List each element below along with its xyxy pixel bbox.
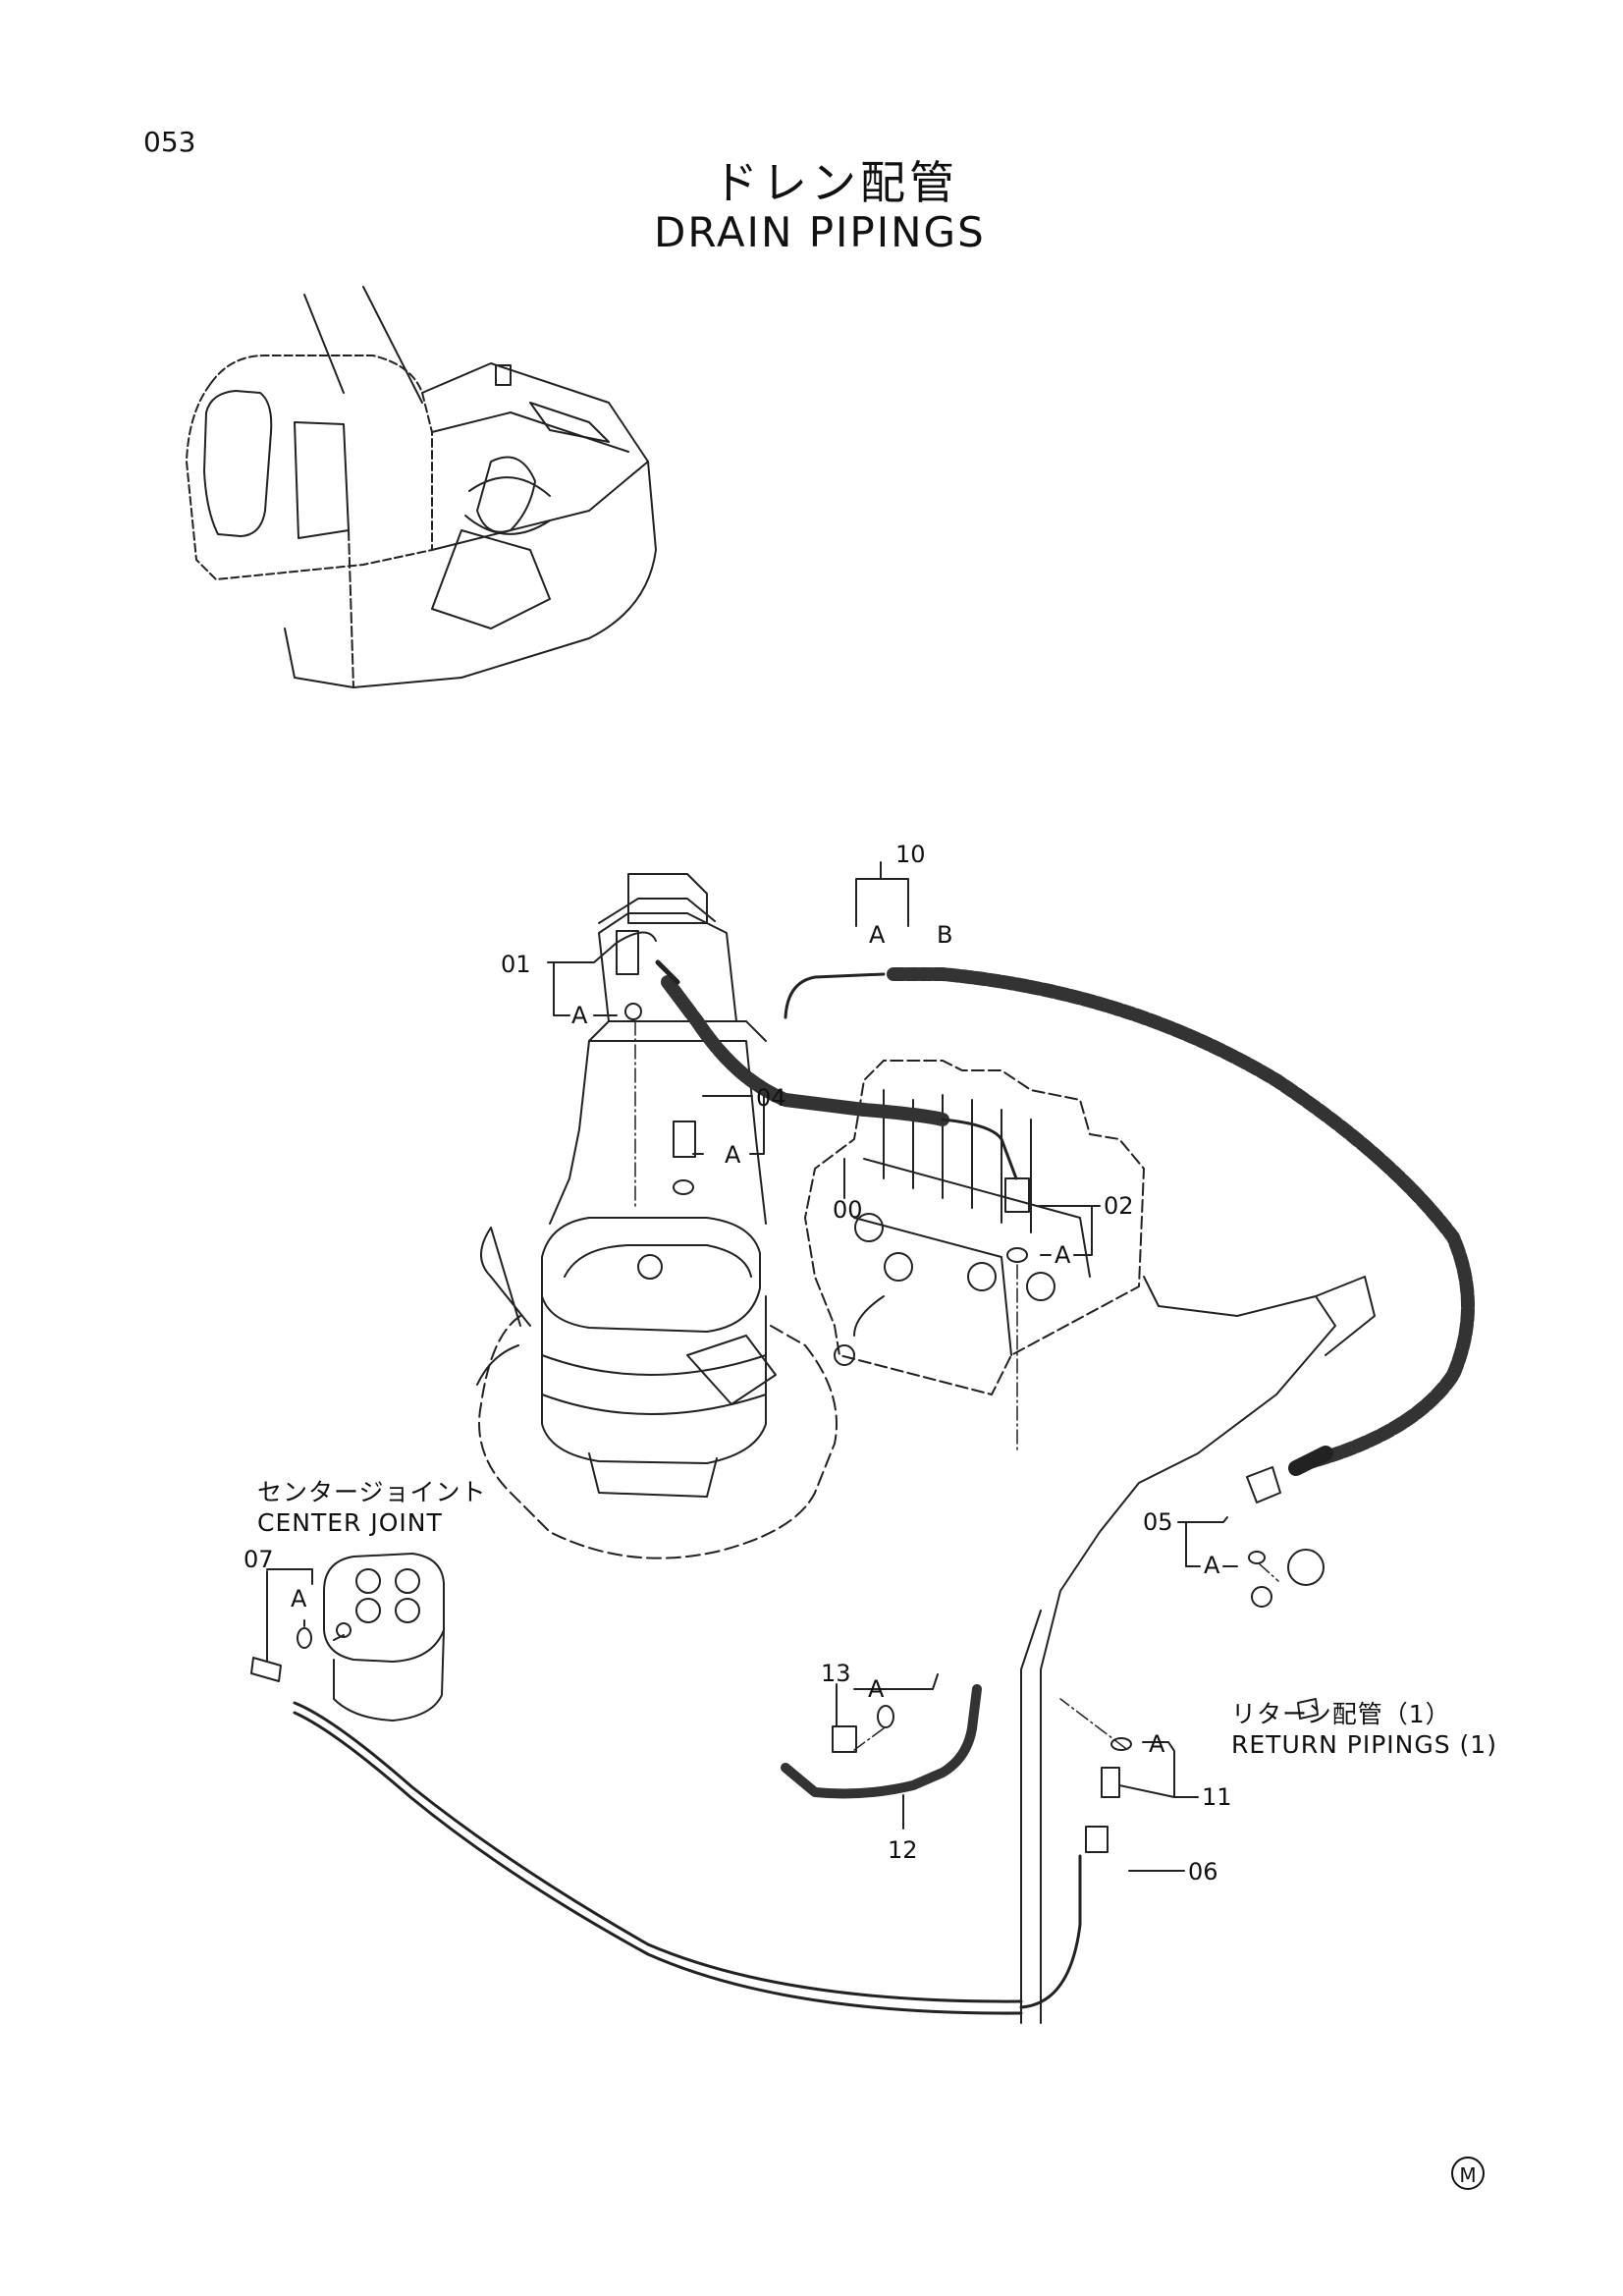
hose-00 [655,959,1018,1180]
callout-05: 05 [1143,1508,1173,1536]
callout-12: 12 [888,1836,918,1864]
excavator-overview-illustration [186,286,657,688]
leader-lines [266,861,1238,1872]
callout-01-a: A [571,1002,588,1029]
callout-10: 10 [895,841,926,868]
callout-02-a: A [1055,1241,1071,1269]
callout-04: 04 [756,1084,786,1112]
return-pipings-label-jp: リターン配管（1） [1231,1700,1451,1728]
swing-motor-illustration [476,873,838,1559]
fittings [250,930,1319,1853]
frame-outline [1020,1276,1376,2024]
callout-07: 07 [243,1546,274,1573]
callout-01: 01 [501,951,531,978]
callout-02: 02 [1104,1192,1134,1220]
callout-10-a: A [869,921,886,949]
callout-11-a: A [1149,1730,1165,1758]
callout-13-a: A [868,1675,885,1703]
hose-10 [784,967,1475,1476]
hose-12 [781,1684,982,1799]
hose-06 [293,1701,1082,2015]
callout-07-a: A [291,1585,307,1613]
center-joint-label-en: CENTER JOINT [257,1508,443,1537]
callout-11: 11 [1202,1783,1232,1811]
page-title-en: DRAIN PIPINGS [654,208,986,256]
callout-04-a: A [725,1141,741,1169]
callout-10-b: B [937,921,953,949]
control-valve-illustration [804,1060,1145,1395]
page-title-jp: ドレン配管 [713,156,958,209]
callout-05-a: A [1204,1552,1220,1579]
center-joint-label-jp: センタージョイント [257,1478,487,1506]
callout-13: 13 [821,1660,851,1687]
return-pipings-label-en: RETURN PIPINGS (1) [1231,1730,1497,1759]
center-joint-illustration [323,1553,445,1722]
m-marker: M [1451,2157,1485,2190]
callout-00: 00 [833,1196,863,1224]
page-number: 053 [143,126,196,158]
callout-06: 06 [1188,1858,1218,1886]
reference-lines [634,1020,1279,1751]
